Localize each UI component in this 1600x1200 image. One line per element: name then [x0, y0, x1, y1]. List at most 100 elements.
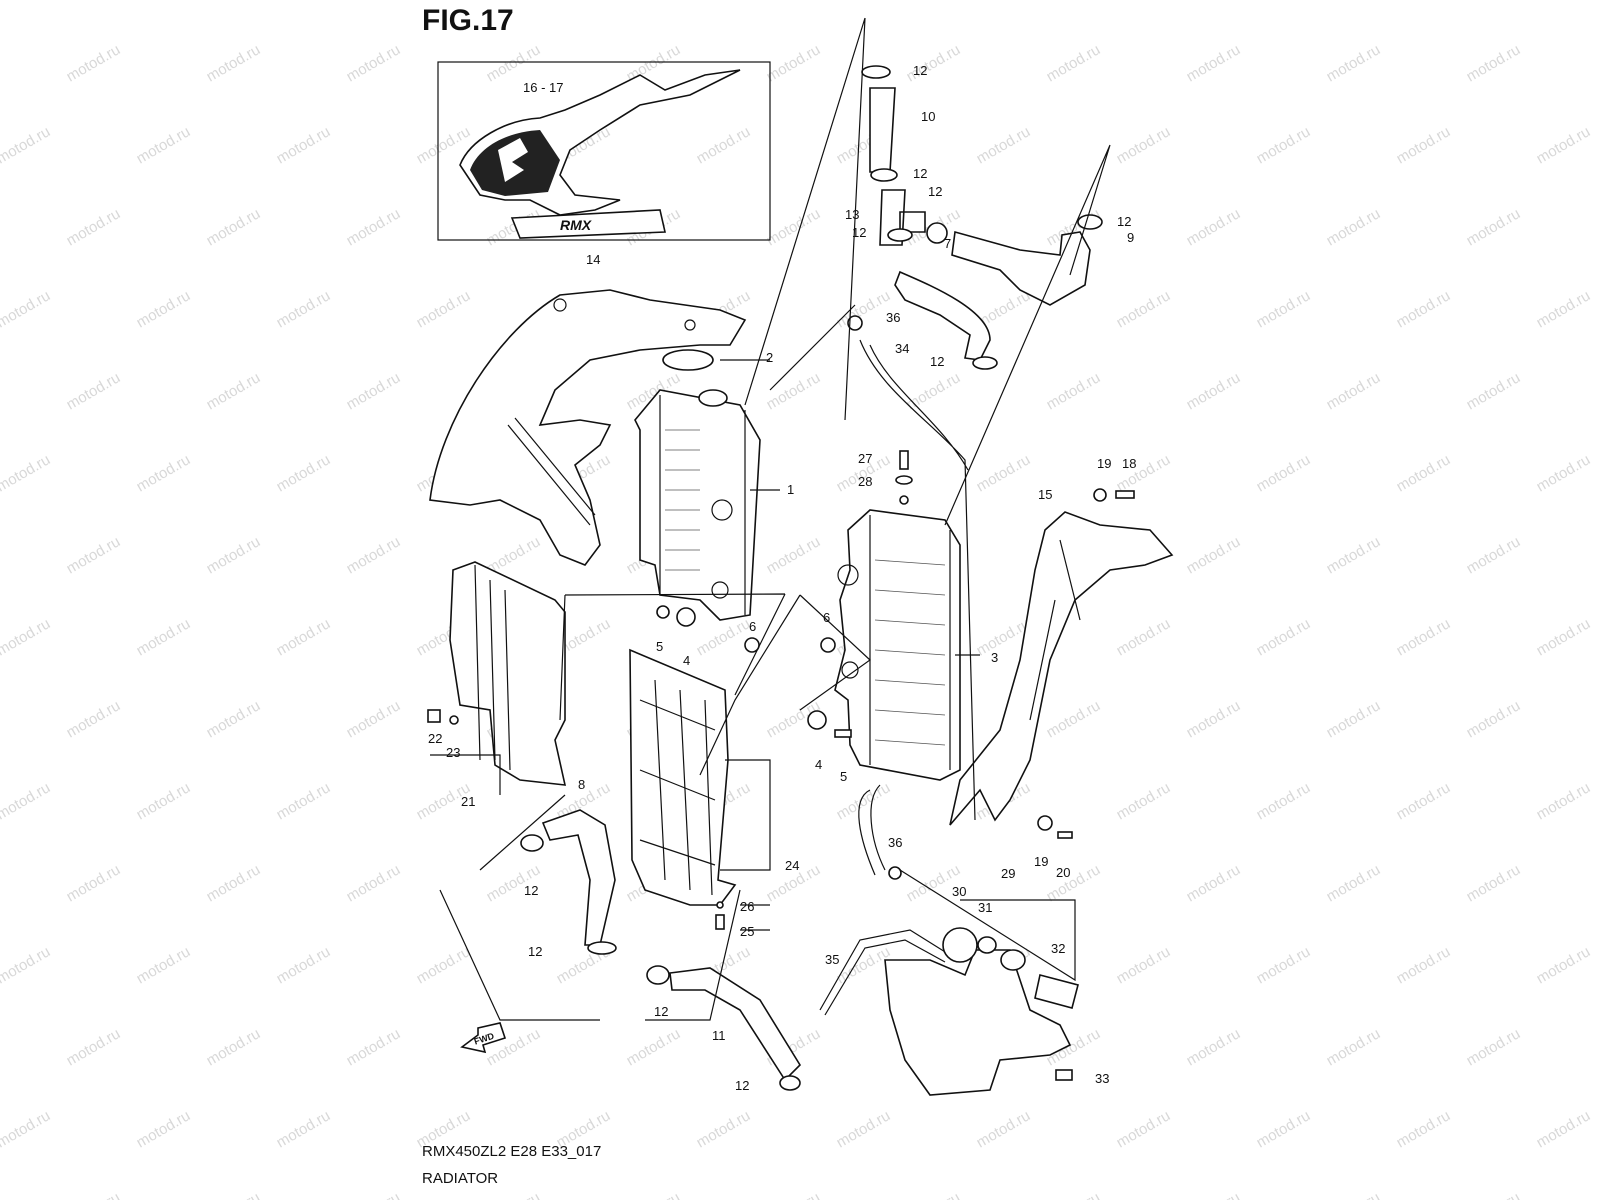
watermark-text: motod.ru: [834, 287, 894, 331]
watermark-text: motod.ru: [344, 205, 404, 249]
watermark-text: motod.ru: [1114, 943, 1174, 987]
watermark-text: motod.ru: [1044, 41, 1104, 85]
watermark-text: motod.ru: [344, 861, 404, 905]
callout-10: 10: [921, 109, 935, 124]
callout-13: 13: [845, 207, 859, 222]
hoses: [541, 87, 1091, 1082]
callout-4: 4: [683, 653, 690, 668]
callout-33: 33: [1095, 1071, 1109, 1086]
watermark-text: motod.ru: [1464, 1025, 1524, 1069]
callout-11: 11: [712, 1028, 726, 1043]
watermark-text: motod.ru: [64, 205, 124, 249]
watermark-text: motod.ru: [764, 1189, 824, 1200]
radiator-left: [634, 389, 761, 621]
watermark-text: motod.ru: [1394, 0, 1454, 3]
callout-6: 6: [749, 619, 756, 634]
watermark-text: motod.ru: [1254, 779, 1314, 823]
watermark-text: motod.ru: [204, 1189, 264, 1200]
watermark-text: motod.ru: [0, 943, 53, 987]
watermark-text: motod.ru: [204, 369, 264, 413]
model-code: RMX450ZL2 E28 E33_017: [422, 1143, 602, 1160]
watermark-text: motod.ru: [484, 41, 544, 85]
watermark-text: motod.ru: [1464, 369, 1524, 413]
callout-26: 26: [740, 899, 754, 914]
watermark-text: motod.ru: [64, 41, 124, 85]
watermark-text: motod.ru: [134, 287, 194, 331]
callout-labels: 12 10 12 12 13 12 12 9 7 36 34 12 14 2 1…: [428, 63, 1136, 1093]
watermark-text: motod.ru: [974, 451, 1034, 495]
watermark-text: motod.ru: [764, 205, 824, 249]
watermark-text: motod.ru: [204, 697, 264, 741]
watermark-text: motod.ru: [1184, 697, 1244, 741]
radiator-guard: [629, 648, 737, 906]
reservoir-cap: [942, 927, 978, 963]
watermark-text: motod.ru: [0, 779, 53, 823]
watermark-text: motod.ru: [64, 861, 124, 905]
watermark-text: motod.ru: [414, 0, 474, 3]
watermark-text: motod.ru: [974, 0, 1034, 3]
callout-7: 7: [944, 236, 951, 251]
callout-23: 23: [446, 745, 460, 760]
callout-36: 36: [888, 835, 902, 850]
watermark-text: motod.ru: [204, 1025, 264, 1069]
watermark-text: motod.ru: [344, 41, 404, 85]
watermark-text: motod.ru: [1534, 779, 1594, 823]
watermark-text: motod.ru: [204, 861, 264, 905]
callout-12: 12: [928, 184, 942, 199]
watermark-text: motod.ru: [414, 943, 474, 987]
hose-7: [894, 270, 991, 361]
watermark-text: motod.ru: [1254, 1107, 1314, 1151]
watermark-text: motod.ru: [1534, 615, 1594, 659]
watermark-text: motod.ru: [1254, 943, 1314, 987]
callout-6: 6: [823, 610, 830, 625]
watermark-text: motod.ru: [274, 779, 334, 823]
cap-seal: [977, 936, 997, 954]
watermark-text: motod.ru: [1044, 1189, 1104, 1200]
watermark-text: motod.ru: [0, 1107, 53, 1151]
louver-left: [449, 561, 567, 786]
watermark-text: motod.ru: [1464, 697, 1524, 741]
reservoir-tank: [884, 927, 1079, 1096]
watermark-text: motod.ru: [274, 451, 334, 495]
watermark-text: motod.ru: [1184, 205, 1244, 249]
callout-19: 19: [1097, 456, 1111, 471]
watermark-text: motod.ru: [1324, 697, 1384, 741]
callout-27: 27: [858, 451, 872, 466]
callout-15: 15: [1038, 487, 1052, 502]
callout-21: 21: [461, 794, 475, 809]
watermark-text: motod.ru: [834, 0, 894, 3]
watermark-text: motod.ru: [1184, 1025, 1244, 1069]
watermark-text: motod.ru: [1254, 123, 1314, 167]
watermark-text: motod.ru: [1044, 369, 1104, 413]
callout-14: 14: [586, 252, 600, 267]
watermark-text: motod.ru: [764, 369, 824, 413]
watermark-text: motod.ru: [274, 615, 334, 659]
watermark-text: motod.ru: [344, 533, 404, 577]
watermark-text: motod.ru: [974, 123, 1034, 167]
watermark-text: motod.ru: [1534, 123, 1594, 167]
watermark-text: motod.ru: [0, 287, 53, 331]
watermark-text: motod.ru: [134, 451, 194, 495]
watermark-text: motod.ru: [1114, 0, 1174, 3]
watermark-text: motod.ru: [204, 41, 264, 85]
watermark-text: motod.ru: [1534, 287, 1594, 331]
watermark-text: motod.ru: [344, 1189, 404, 1200]
watermark-text: motod.ru: [554, 0, 614, 3]
watermark-text: motod.ru: [1534, 451, 1594, 495]
watermark-text: motod.ru: [1254, 451, 1314, 495]
callout-31: 31: [978, 900, 992, 915]
watermark-text: motod.ru: [1394, 123, 1454, 167]
callout-8: 8: [578, 777, 585, 792]
callout-35: 35: [825, 952, 839, 967]
watermark-text: motod.ru: [1324, 369, 1384, 413]
watermark-text: motod.ru: [1464, 205, 1524, 249]
hose-10: [869, 87, 896, 173]
callout-3: 3: [991, 650, 998, 665]
watermark-text: motod.ru: [1114, 779, 1174, 823]
callout-34: 34: [895, 341, 909, 356]
callout-16-17: 16 - 17: [523, 80, 563, 95]
watermark-text: motod.ru: [64, 1189, 124, 1200]
watermark-text: motod.ru: [274, 123, 334, 167]
watermark-text: motod.ru: [1394, 287, 1454, 331]
